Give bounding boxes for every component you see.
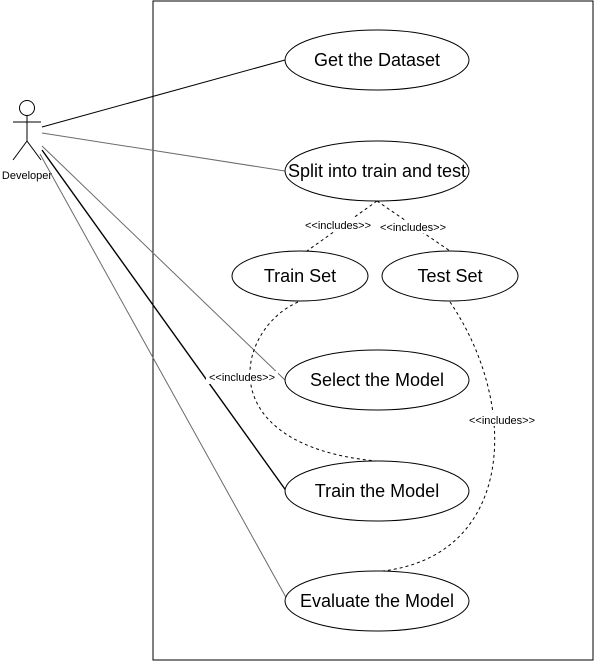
use-case-get-dataset[interactable]: Get the Dataset bbox=[284, 29, 470, 91]
use-case-test-set[interactable]: Test Set bbox=[381, 250, 519, 302]
actor-right-leg bbox=[26, 140, 42, 161]
include-label-split-test-set: <<includes>> bbox=[380, 222, 446, 234]
actor-developer[interactable]: Developer bbox=[2, 100, 52, 183]
include-label-test-set-evaluate-model: <<includes>> bbox=[469, 415, 535, 427]
use-case-evaluate-model[interactable]: Evaluate the Model bbox=[284, 570, 470, 632]
system-boundary bbox=[152, 0, 594, 661]
include-label-split-train-set: <<includes>> bbox=[305, 220, 371, 232]
association-split bbox=[41, 132, 286, 172]
use-case-get-dataset-label: Get the Dataset bbox=[314, 50, 440, 70]
use-case-test-set-label: Test Set bbox=[417, 266, 482, 286]
use-case-split-label: Split into train and test bbox=[288, 161, 466, 181]
use-case-train-set-label: Train Set bbox=[264, 266, 336, 286]
use-case-split[interactable]: Split into train and test bbox=[284, 140, 470, 202]
include-line-train-model bbox=[249, 301, 377, 462]
use-case-evaluate-model-label: Evaluate the Model bbox=[300, 591, 454, 611]
association-train-model bbox=[41, 149, 288, 493]
association-evaluate-model bbox=[39, 153, 289, 602]
use-case-train-model-label: Train the Model bbox=[315, 481, 439, 501]
include-label-train-set-train-model: <<includes>> bbox=[209, 372, 275, 384]
association-get-dataset bbox=[41, 59, 286, 128]
actor-left-leg bbox=[12, 140, 28, 161]
include-label-bg-1 bbox=[302, 218, 374, 231]
actor-head bbox=[19, 100, 35, 116]
include-label-bg-4 bbox=[466, 413, 538, 426]
actor-label: Developer bbox=[2, 170, 52, 182]
use-case-train-model[interactable]: Train the Model bbox=[284, 460, 470, 522]
use-case-select-model-label: Select the Model bbox=[310, 370, 444, 390]
include-label-bg-3 bbox=[206, 371, 278, 384]
use-case-select-model[interactable]: Select the Model bbox=[284, 349, 470, 411]
include-line-train-set bbox=[299, 200, 378, 257]
use-case-train-set[interactable]: Train Set bbox=[231, 250, 369, 302]
association-select-model bbox=[41, 145, 286, 381]
include-label-bg-2 bbox=[377, 220, 449, 233]
include-line-evaluate-model bbox=[382, 301, 496, 572]
